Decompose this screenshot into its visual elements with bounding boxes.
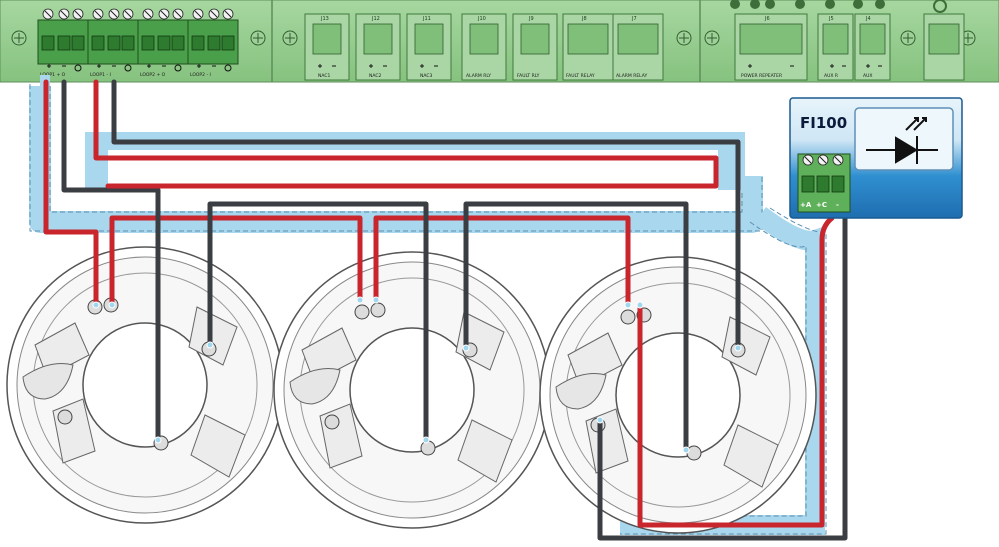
wire-loop-return-positive	[93, 79, 719, 189]
fi100-title: FI100	[800, 114, 847, 132]
relay-id-8: J6	[764, 16, 770, 22]
relay-label-power-repeater: POWER REPEATER	[741, 73, 782, 79]
fi100-terminal-label-a: +A	[800, 201, 812, 209]
detector-base-2	[273, 251, 551, 529]
relay-id-9: J5	[828, 16, 834, 22]
relay-id-4: J10	[477, 16, 486, 22]
wire-loop-out-negative	[61, 79, 161, 443]
loop-label-1: LOOP1 + O	[40, 72, 66, 78]
loop-terminal-blocks: LOOP1 + O LOOP1 - I LOOP2 + O LOOP2 - I	[37, 8, 239, 78]
terminal-dots	[92, 296, 742, 454]
relay-id-5: J9	[528, 16, 534, 22]
fi100-terminal-label-neg: -	[836, 201, 839, 209]
relay-label-nac3: NAC3	[420, 73, 433, 79]
wire-det1-to-det2-positive	[109, 215, 363, 308]
loop-label-3: LOOP2 + O	[140, 72, 166, 78]
relay-id-1: J13	[320, 16, 329, 22]
relay-id-3: J11	[422, 16, 431, 22]
relay-label-nac2: NAC2	[369, 73, 382, 79]
wire-fi100-negative	[597, 215, 848, 541]
relay-label-alarm-relay: ALARM RELAY	[616, 73, 648, 79]
relay-label-aux-r: AUX R	[824, 73, 838, 79]
panel-components	[730, 0, 947, 13]
fi100-lens	[854, 107, 954, 171]
wire-det2-to-det3-positive	[373, 215, 631, 308]
panel-screws	[11, 30, 976, 46]
wire-loop-out-positive	[43, 79, 99, 308]
wire-loop-return-negative	[111, 79, 741, 351]
control-panel-board: LOOP1 + O LOOP1 - I LOOP2 + O LOOP2 - I	[0, 0, 999, 83]
loop-label-2: LOOP1 - I	[90, 72, 111, 78]
wire-det2-to-det3-negative	[463, 201, 689, 453]
led-diode-icon	[866, 117, 938, 164]
relay-label-fault-relay: FAULT RELAY	[566, 73, 595, 79]
relay-id-10: J4	[865, 16, 871, 22]
output-terminal-blocks: J13 J12 J11 J10 J9 J8 J7 J6 J5 J4 NAC1 N…	[304, 13, 965, 81]
fi100-terminal-label-c: +C	[816, 201, 827, 209]
relay-label-aux: AUX	[863, 73, 872, 79]
relay-label-fault-rly: FAULT RLY	[517, 73, 540, 79]
detector-base-1	[6, 246, 284, 524]
wiring	[43, 79, 848, 541]
relay-label-nac1: NAC1	[318, 73, 331, 79]
wire-fi100-positive	[637, 215, 835, 528]
relay-id-7: J7	[631, 16, 637, 22]
relay-label-alarm-rly: ALARM RLY	[466, 73, 491, 79]
wire-det1-to-det2-negative	[207, 201, 429, 443]
detector-base-3	[539, 256, 817, 534]
relay-id-6: J8	[581, 16, 587, 22]
relay-id-2: J12	[371, 16, 380, 22]
fi100-remote-indicator: FI100 +A +C -	[789, 97, 963, 219]
loop-label-4: LOOP2 - I	[190, 72, 211, 78]
